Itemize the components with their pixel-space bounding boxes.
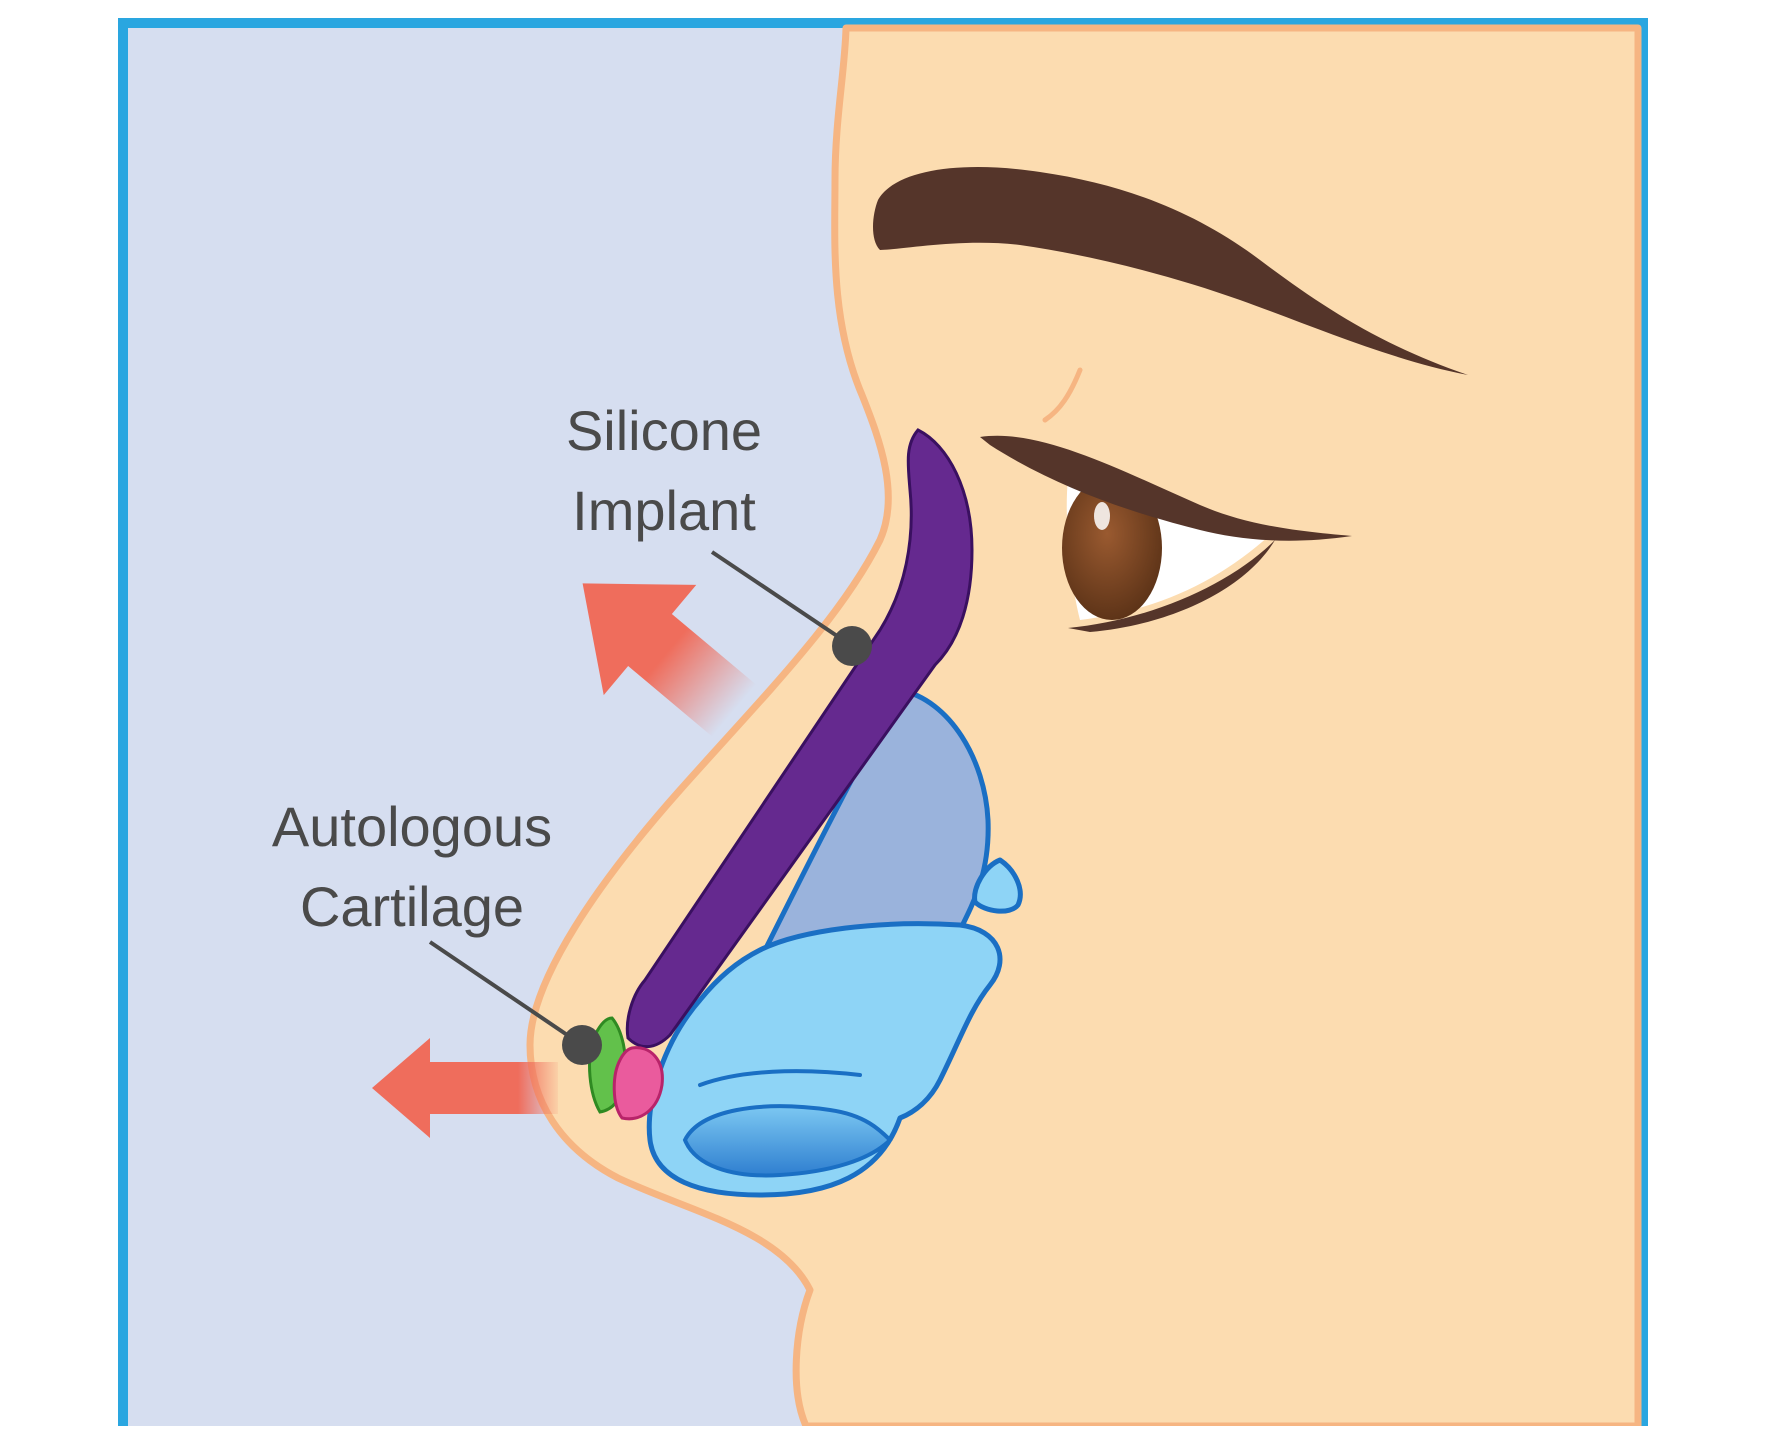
callout-silicone-implant	[710, 550, 872, 666]
eyelid-crease	[1042, 367, 1083, 423]
callout-autologous-cartilage	[428, 940, 602, 1065]
callout-dot	[562, 1025, 602, 1065]
lower-eyelid	[1068, 540, 1275, 632]
nasal-bone	[757, 687, 991, 963]
pupil-highlight	[1094, 502, 1110, 530]
eyebrow	[873, 167, 1468, 375]
callout-dot	[832, 626, 872, 666]
projection-arrow-icon	[582, 583, 757, 737]
nostril-rim	[698, 1069, 862, 1087]
label-autologous-line2: Cartilage	[300, 875, 524, 938]
eye	[980, 435, 1352, 632]
silicone-implant-shape	[625, 428, 974, 1049]
sesamoid-cartilage	[972, 857, 1023, 914]
upper-eyelid	[980, 435, 1352, 541]
label-autologous-line1: Autologous	[272, 795, 552, 858]
nostril	[682, 1104, 893, 1178]
cartilage-graft-pink	[612, 1046, 664, 1121]
label-silicone-line2: Implant	[572, 479, 756, 542]
projection-arrow-icon	[372, 1038, 558, 1138]
label-silicone-line1: Silicone	[566, 399, 762, 462]
